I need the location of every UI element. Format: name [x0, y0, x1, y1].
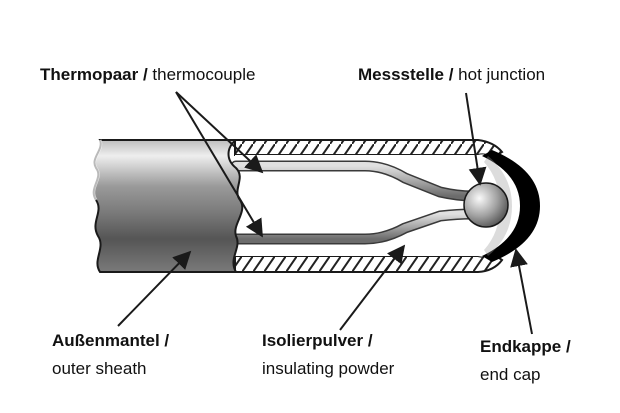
arrow-outer-sheath — [117, 250, 192, 327]
end-cap — [482, 150, 540, 262]
hot-junction-bead — [463, 182, 509, 228]
label-thermocouple: Thermopaar / thermocouple — [40, 65, 255, 84]
arrow-end-cap — [510, 248, 533, 335]
arrow-insulating-powder — [339, 244, 406, 331]
insulating-powder-region — [235, 154, 492, 257]
label-insulating-powder: Isolierpulver / — [262, 331, 373, 350]
arrow-hot-junction — [465, 92, 487, 186]
label-outer-sheath-en: outer sheath — [52, 359, 147, 378]
leader-arrows — [117, 91, 533, 335]
label-end-cap: Endkappe / — [480, 337, 571, 356]
arrow-thermocouple-upper — [175, 91, 264, 174]
label-outer-sheath: Außenmantel / — [52, 331, 169, 350]
label-end-cap-en: end cap — [480, 365, 541, 384]
label-insulating-powder-en: insulating powder — [262, 359, 395, 378]
label-hot-junction: Messstelle / hot junction — [358, 65, 545, 84]
arrow-thermocouple-lower — [175, 91, 263, 238]
outer-sheath-body — [92, 139, 244, 273]
end-cap-grey-band — [484, 156, 512, 256]
